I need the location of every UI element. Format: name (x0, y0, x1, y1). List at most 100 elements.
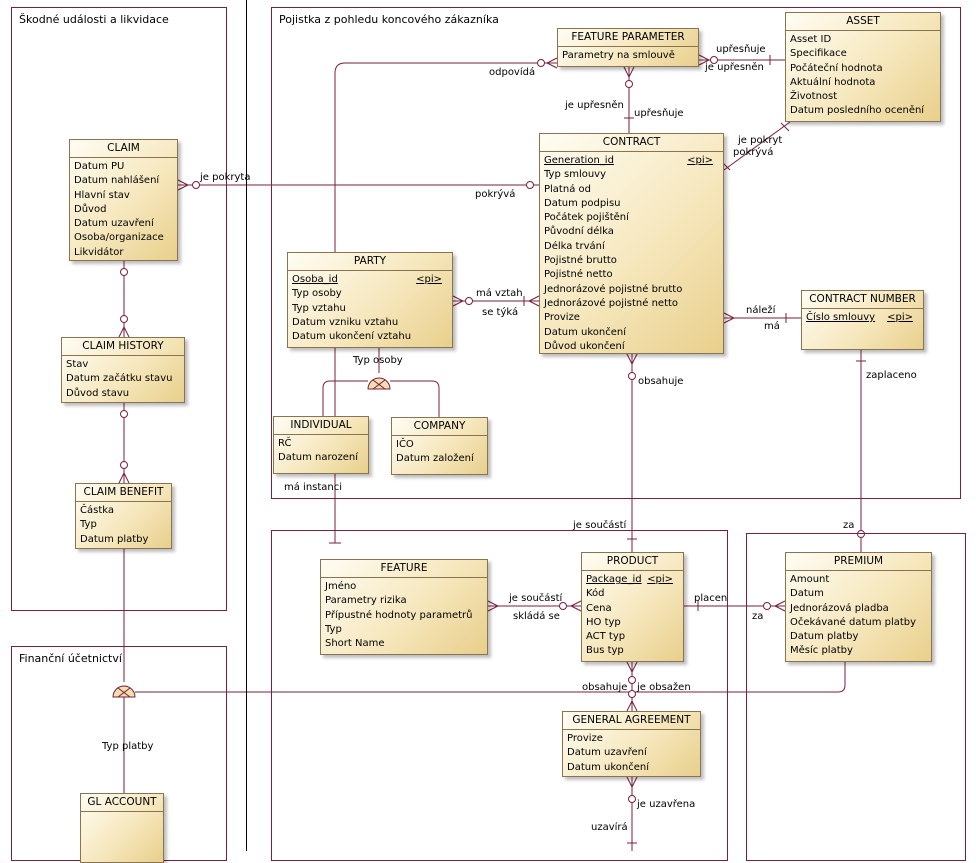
rel-label: je součástí (509, 593, 563, 604)
primary-key: Generation_id (544, 155, 614, 166)
attribute: Osoba/organizace (74, 232, 164, 244)
entity-claim-benefit[interactable]: CLAIM BENEFIT Částka Typ Datum platby (75, 483, 172, 549)
attribute: Počáteční hodnota (790, 62, 883, 74)
rel-label: upřesňuje (716, 44, 766, 55)
rel-label: pokrývá (475, 189, 516, 200)
attribute: Datum podpisu (544, 197, 621, 209)
entity-title: FEATURE PARAMETER (558, 29, 698, 47)
attribute: Datum ukončení vztahu (292, 331, 412, 343)
rel-label: za (843, 520, 855, 531)
attribute: Důvod (74, 203, 107, 215)
rel-label: za (752, 611, 764, 622)
rel-label: náleží (746, 305, 776, 316)
rel-label: obsahuje (638, 376, 684, 387)
attribute: Částka (80, 505, 114, 516)
pi-tag: <pi> (887, 312, 913, 323)
attribute: Datum nahlášení (74, 175, 160, 187)
attribute: Typ (80, 519, 97, 531)
rel-label: je upřesněn (705, 62, 764, 73)
rel-label: odpovídá (489, 67, 536, 78)
entity-gl-account[interactable]: GL ACCOUNT (80, 793, 164, 863)
entity-title: CONTRACT NUMBER (802, 291, 923, 309)
attribute: Měsíc platby (790, 645, 853, 657)
entity-asset[interactable]: ASSET Asset ID Specifikace Počáteční hod… (785, 12, 941, 122)
area-claims: Škodné události a likvidace (11, 7, 227, 611)
primary-key: Číslo smlouvy (806, 312, 876, 323)
attribute: Datum ukončení (544, 326, 627, 338)
primary-key: Package_id (586, 574, 642, 585)
attribute: Důvod ukončení (544, 340, 625, 352)
attribute: Datum narození (278, 452, 358, 464)
attribute: Datum založení (396, 453, 474, 465)
attribute: Přípustné hodnoty parametrů (325, 609, 473, 621)
attribute: Pojistné brutto (544, 255, 617, 267)
attribute: Jednorázové pojistné netto (544, 297, 679, 309)
entity-title: GENERAL AGREEMENT (563, 712, 700, 730)
rel-label: je upřesněn (565, 100, 624, 111)
entity-individual[interactable]: INDIVIDUAL RČ Datum narození (273, 416, 369, 474)
entity-feature[interactable]: FEATURE Jméno Parametry rizika Přípustné… (320, 559, 488, 655)
attribute: Typ vztahu (292, 302, 346, 314)
attribute: ACT typ (586, 631, 626, 643)
rel-label: pokrývá (733, 147, 774, 158)
attribute: Datum posledního ocenění (790, 105, 925, 117)
attribute: Původní délka (544, 226, 614, 238)
attribute: Cena (586, 602, 612, 614)
rel-asset-contract (723, 121, 791, 171)
attribute: Bus typ (586, 645, 624, 657)
entity-title: FEATURE (321, 560, 487, 578)
rel-premium-payment (135, 662, 846, 693)
entity-contract[interactable]: CONTRACT Generation_id <pi> Typ smlouvy … (539, 133, 724, 354)
entity-claim[interactable]: CLAIM Datum PU Datum nahlášení Hlavní st… (69, 139, 178, 261)
entity-claim-history[interactable]: CLAIM HISTORY Stav Datum začátku stavu D… (61, 337, 185, 403)
attribute: Typ smlouvy (544, 169, 607, 181)
entity-party[interactable]: PARTY Osoba_id <pi> Typ osoby Typ vztahu… (287, 252, 453, 348)
primary-key: Osoba_id (292, 274, 338, 285)
entity-title: GL ACCOUNT (81, 794, 163, 812)
attribute: Počátek pojištění (544, 212, 629, 224)
pi-tag: <pi> (647, 574, 673, 585)
entity-company[interactable]: COMPANY IČO Datum založení (391, 417, 488, 475)
entity-title: CLAIM BENEFIT (76, 484, 171, 502)
entity-general-agreement[interactable]: GENERAL AGREEMENT Provize Datum uzavření… (562, 711, 701, 777)
rel-label: má (764, 321, 780, 332)
primary-key-row: Osoba_id <pi> (292, 273, 448, 287)
primary-key-row: Číslo smlouvy <pi> (806, 311, 919, 325)
entity-contract-number[interactable]: CONTRACT NUMBER Číslo smlouvy <pi> (801, 290, 924, 350)
area-title: Finanční účetnictví (19, 652, 122, 665)
entity-feature-parameter[interactable]: FEATURE PARAMETER Parametry na smlouvě (557, 28, 699, 67)
entity-title: CLAIM HISTORY (62, 338, 184, 356)
rel-label: má instanci (284, 482, 343, 493)
rel-featparam-feature (334, 62, 557, 543)
attribute: Datum uzavření (567, 747, 647, 759)
rel-label: upřesňuje (634, 108, 684, 119)
attribute: Parametry na smlouvě (562, 50, 675, 61)
entity-title: COMPANY (392, 418, 487, 436)
attribute: Datum začátku stavu (66, 373, 173, 385)
rel-label: je součástí (573, 520, 627, 531)
attribute: Kód (586, 588, 605, 600)
attribute: IČO (396, 439, 414, 450)
rel-label: je pokryt (738, 135, 783, 146)
rel-label: je obsažen (637, 682, 691, 693)
attribute: Jméno (325, 581, 357, 592)
rel-label: je uzavřena (637, 799, 696, 810)
attribute: Pojistné netto (544, 269, 613, 281)
attribute: RČ (278, 438, 292, 449)
attribute: Typ (325, 623, 342, 635)
attribute: HO typ (586, 616, 621, 628)
attribute: Aktuální hodnota (790, 76, 876, 88)
attribute: Specifikace (790, 48, 847, 60)
rel-label: Typ osoby (353, 355, 403, 366)
attribute: Životnost (790, 91, 838, 103)
entity-premium[interactable]: PREMIUM Amount Datum Jednorázová pladba … (785, 552, 932, 662)
attribute: Hlavní stav (74, 189, 130, 201)
rel-label: zaplaceno (866, 370, 917, 381)
attribute: Délka trvání (544, 240, 605, 252)
entity-title: ASSET (786, 13, 940, 31)
area-customer: Pojistka z pohledu koncového zákazníka (271, 7, 961, 499)
attribute: Datum (790, 588, 824, 600)
entity-product[interactable]: PRODUCT Package_id <pi> Kód Cena HO typ … (581, 552, 684, 662)
entity-title: PRODUCT (582, 553, 683, 571)
attribute: Datum platby (790, 631, 859, 643)
